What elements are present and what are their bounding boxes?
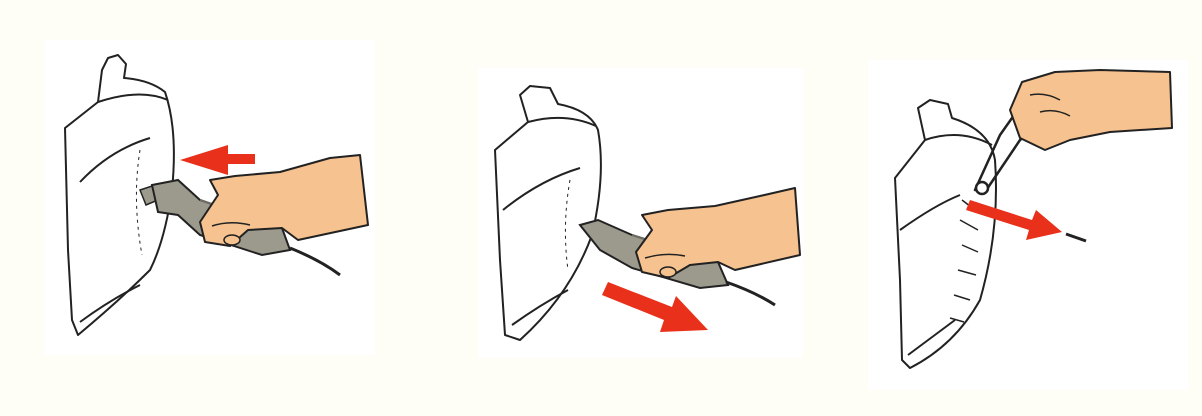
instruction-figure — [0, 0, 1202, 416]
illustration-stage — [0, 0, 1202, 416]
